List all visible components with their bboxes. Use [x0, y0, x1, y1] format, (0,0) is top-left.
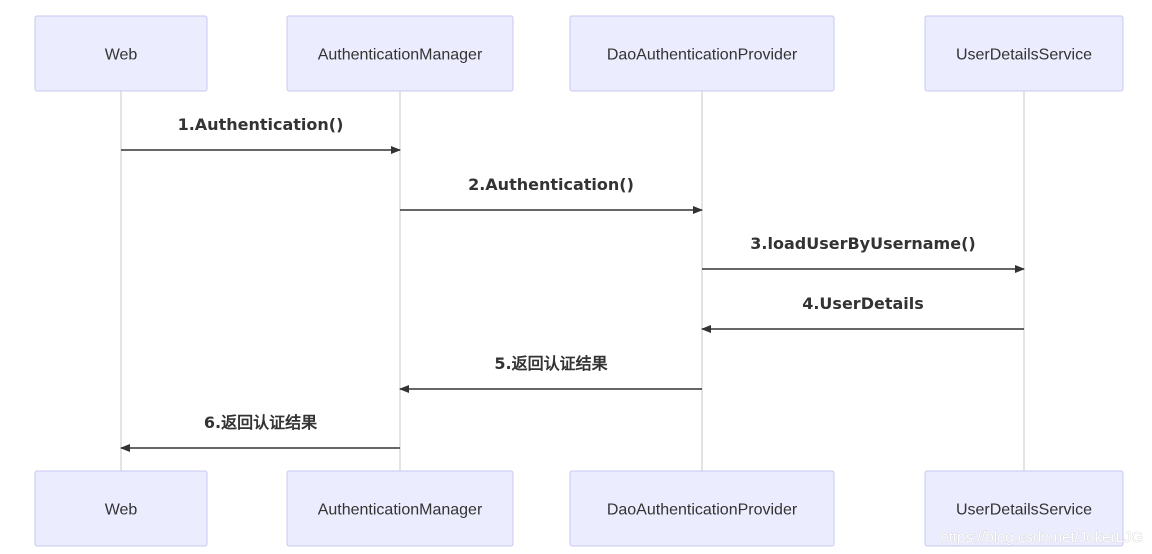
participant-authentication-manager-bottom: AuthenticationManager: [286, 470, 514, 547]
participant-label: UserDetailsService: [956, 502, 1092, 519]
participant-label: AuthenticationManager: [318, 47, 483, 64]
participant-web-bottom: Web: [34, 470, 208, 547]
message-label: 1.Authentication(): [178, 115, 344, 134]
participant-box: [286, 15, 514, 92]
message-1: 1.Authentication(): [121, 115, 401, 154]
participant-dao-authentication-provider-top: DaoAuthenticationProvider: [569, 15, 835, 92]
message-label: 4.UserDetails: [802, 294, 924, 313]
participant-box: [924, 470, 1124, 547]
message-5: 5.返回认证结果: [399, 354, 702, 393]
participant-box: [34, 15, 208, 92]
watermark-text: https://blog.csdn.net/JokerLJG: [940, 529, 1143, 546]
message-label: 2.Authentication(): [468, 175, 634, 194]
participant-user-details-service-bottom: UserDetailsService: [924, 470, 1124, 547]
participant-label: Web: [105, 502, 138, 519]
participant-authentication-manager-top: AuthenticationManager: [286, 15, 514, 92]
participant-dao-authentication-provider-bottom: DaoAuthenticationProvider: [569, 470, 835, 547]
participant-label: DaoAuthenticationProvider: [607, 47, 798, 64]
participant-box: [569, 15, 835, 92]
participant-label: DaoAuthenticationProvider: [607, 502, 798, 519]
participant-box: [924, 15, 1124, 92]
message-label: 5.返回认证结果: [494, 354, 607, 373]
message-label: 6.返回认证结果: [204, 413, 317, 432]
participant-label: UserDetailsService: [956, 47, 1092, 64]
message-3: 3.loadUserByUsername(): [702, 234, 1025, 273]
message-6: 6.返回认证结果: [120, 413, 400, 452]
participant-label: Web: [105, 47, 138, 64]
participant-box: [286, 470, 514, 547]
participant-label: AuthenticationManager: [318, 502, 483, 519]
message-4: 4.UserDetails: [701, 294, 1024, 333]
lifelines: [120, 91, 1025, 471]
participant-user-details-service-top: UserDetailsService: [924, 15, 1124, 92]
participant-box: [569, 470, 835, 547]
participant-box: [34, 470, 208, 547]
message-label: 3.loadUserByUsername(): [750, 234, 975, 253]
participant-web-top: Web: [34, 15, 208, 92]
message-2: 2.Authentication(): [400, 175, 703, 214]
messages: 1.Authentication() 2.Authentication() 3.lo…: [120, 115, 1025, 452]
participants: WebWebAuthenticationManagerAuthenticatio…: [34, 15, 1124, 547]
